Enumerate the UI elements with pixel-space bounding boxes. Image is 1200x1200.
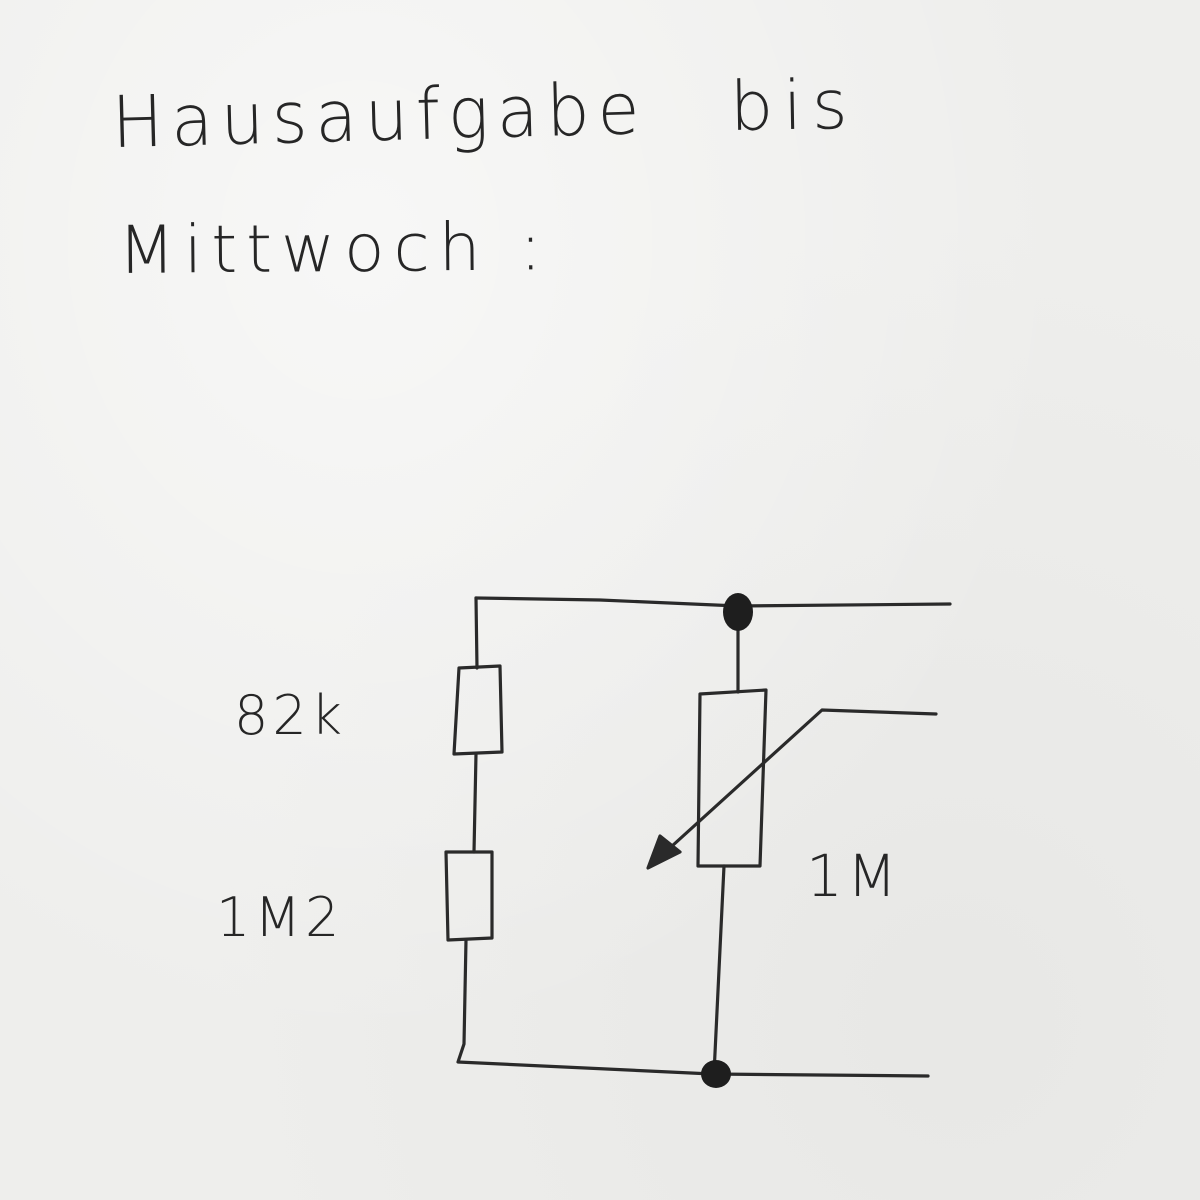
potentiometer-wiper [648, 708, 938, 868]
label-1m: 1M [806, 842, 901, 910]
junction-bottom [701, 1060, 731, 1088]
left-wire-middle [472, 752, 478, 854]
top-wire [474, 596, 952, 608]
resistor-1m2 [444, 850, 494, 942]
label-1m2: 1M2 [216, 886, 343, 949]
left-wire-top [474, 596, 479, 670]
resistor-82k [452, 664, 504, 756]
potentiometer-1m [696, 688, 768, 868]
wiper-arrowhead [646, 834, 682, 870]
junction-top [723, 593, 753, 631]
left-wire-bottom [456, 938, 714, 1076]
label-82k: 82k [234, 684, 346, 747]
bottom-wire [710, 1072, 930, 1078]
right-wire-bottom [712, 864, 726, 1076]
